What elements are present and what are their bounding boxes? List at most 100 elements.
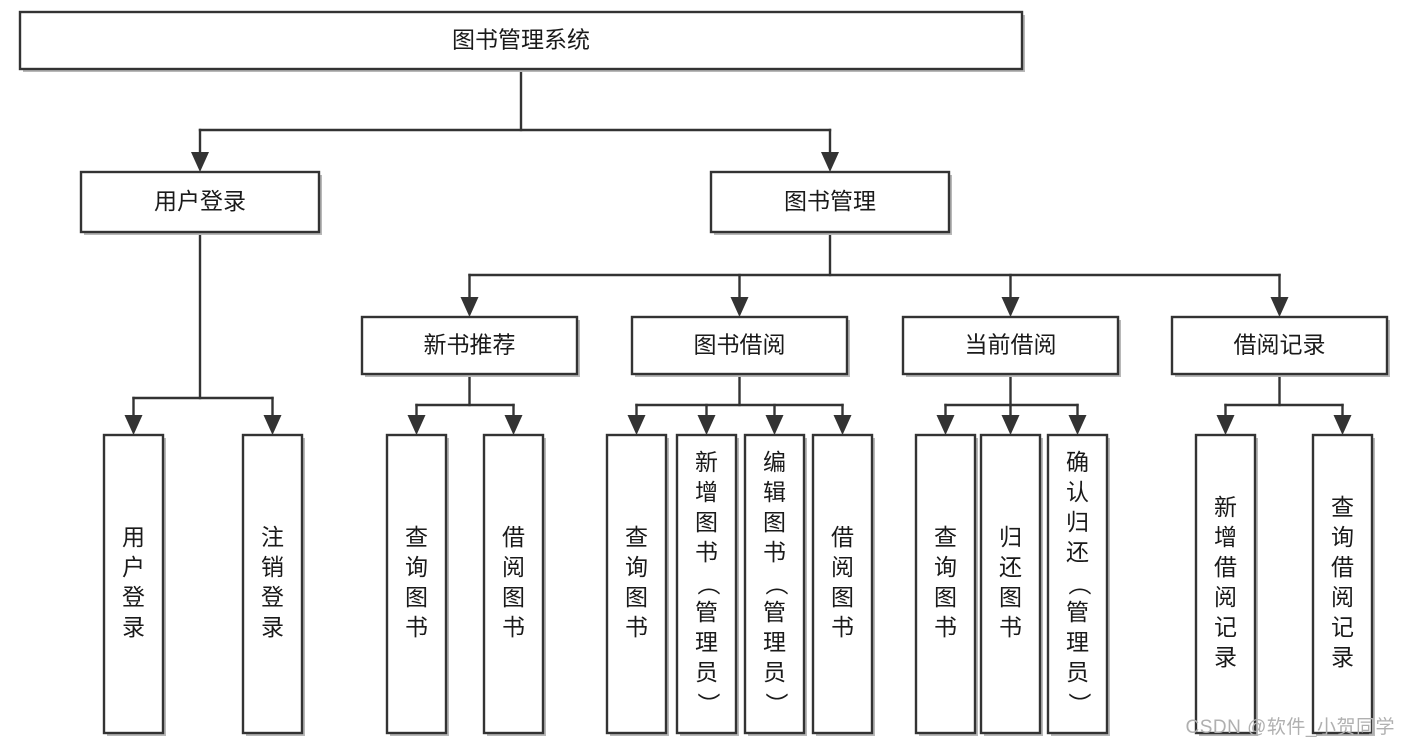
node-label-char: 记 [1331,614,1354,640]
node-box[interactable] [709,170,951,234]
node-label-char: 新 [1214,494,1237,520]
node-box[interactable] [79,170,321,234]
arrow-head-icon [460,297,479,317]
node-label: 图书管理 [784,188,876,214]
node-box[interactable] [630,315,849,376]
node-box[interactable] [675,433,738,735]
node-label-char: 查 [1331,494,1354,520]
node-box[interactable] [241,433,304,735]
node-leaf-user-login[interactable]: 用户登录 [102,433,166,736]
node-label-char: 员 [763,659,786,685]
connector-group-new-book-recommend [407,372,523,435]
arrow-head-icon [697,415,716,435]
arrow-head-icon [730,297,749,317]
arrow-head-icon [191,152,209,172]
node-label-char: 询 [1331,524,1354,550]
node-box[interactable] [18,10,1024,71]
node-book-borrow[interactable]: 图书借阅 [630,315,850,377]
node-box[interactable] [1046,433,1109,735]
node-box[interactable] [1311,433,1374,735]
node-label-char: 阅 [1214,584,1237,610]
node-label: 用户登录 [154,188,246,214]
node-label-char: 用 [122,524,145,550]
node-label-char: 管 [763,599,786,625]
arrow-head-icon [821,152,839,172]
node-label-char: 查 [405,524,428,550]
node-label: 图书借阅 [694,332,786,358]
node-box[interactable] [914,433,977,735]
node-label-char: 询 [405,554,428,580]
node-label-char: ） [763,693,789,716]
node-box[interactable] [102,433,165,735]
node-label-char: 确 [1066,449,1089,475]
node-label-char: 图 [763,509,786,535]
node-label-char: 户 [122,554,145,580]
node-label-char: 书 [934,614,957,640]
arrow-head-icon [1001,415,1020,435]
node-label-char: 阅 [502,554,525,580]
connector-group-book-manage [460,230,1289,317]
node-label-char: 借 [1331,554,1354,580]
node-box[interactable] [979,433,1042,735]
node-label-char: 借 [1214,554,1237,580]
node-label-char: 图 [831,584,854,610]
node-label-char: 录 [1214,644,1237,670]
node-label-char: 书 [502,614,525,640]
arrow-head-icon [1001,297,1020,317]
node-box[interactable] [743,433,806,735]
connector-group-current-borrow [936,372,1087,435]
node-box[interactable] [901,315,1120,376]
node-label-char: 书 [999,614,1022,640]
arrow-head-icon [124,415,143,435]
connector-group-user-login [124,230,282,435]
node-label-char: 归 [1066,509,1089,535]
node-root[interactable]: 图书管理系统 [18,10,1025,72]
arrow-head-icon [504,415,523,435]
arrow-head-icon [407,415,426,435]
node-box[interactable] [385,433,448,735]
node-label-char: 销 [261,554,284,580]
node-borrow-record[interactable]: 借阅记录 [1170,315,1390,377]
node-box[interactable] [811,433,874,735]
node-label-char: 查 [934,524,957,550]
node-label-char: 录 [122,614,145,640]
node-label-char: 借 [502,524,525,550]
node-box[interactable] [605,433,668,735]
node-label-char: 理 [695,629,718,655]
node-label-char: 还 [999,554,1022,580]
node-label-char: 新 [695,449,718,475]
node-label-char: 图 [502,584,525,610]
node-label-char: 员 [695,659,718,685]
arrow-head-icon [1068,415,1087,435]
node-user-login[interactable]: 用户登录 [79,170,322,235]
node-current-borrow[interactable]: 当前借阅 [901,315,1121,377]
node-label-char: 管 [1066,599,1089,625]
node-label-char: 书 [625,614,648,640]
node-book-manage[interactable]: 图书管理 [709,170,952,235]
node-label-char: 录 [261,614,284,640]
node-box[interactable] [482,433,545,735]
node-label-char: 图 [934,584,957,610]
node-label-char: 注 [261,524,284,550]
node-new-book-recommend[interactable]: 新书推荐 [360,315,580,377]
node-box[interactable] [1170,315,1389,376]
node-label-char: 理 [1066,629,1089,655]
node-box[interactable] [360,315,579,376]
node-label-char: （ [763,573,789,596]
node-label: 图书管理系统 [452,27,590,53]
node-label: 当前借阅 [965,332,1057,358]
node-box[interactable] [1194,433,1257,735]
